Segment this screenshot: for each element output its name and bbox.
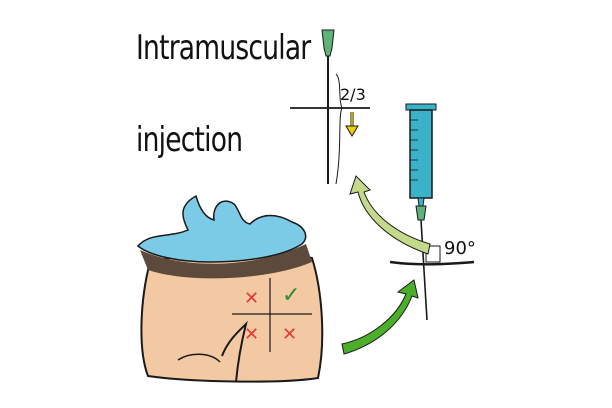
depth-label: 2/3 — [340, 85, 366, 104]
depth-brace — [335, 73, 343, 185]
wrong-mark-bottom-right: ✕ — [282, 324, 297, 345]
gluteal-cleft — [221, 320, 248, 383]
syringe-needle — [420, 219, 428, 321]
curved-arrow-up-icon — [349, 175, 431, 255]
syringe-tip — [417, 197, 425, 207]
depth-arrow-head — [345, 125, 359, 137]
cloth-shadow — [140, 244, 312, 279]
syringe-hub-icon — [415, 205, 427, 221]
title-line-2: injection — [136, 120, 243, 160]
syringe-illustration: 90° — [389, 103, 476, 321]
right-angle-marker — [425, 245, 441, 263]
wrong-mark-bottom-left: ✕ — [244, 324, 259, 345]
skin-line-right — [389, 260, 475, 266]
syringe-barrel — [409, 109, 433, 199]
buttocks-illustration — [136, 194, 324, 383]
cloth — [136, 194, 307, 263]
left-curve — [177, 353, 221, 363]
correct-mark-top-right: ✓ — [282, 283, 300, 308]
curved-arrow-green-icon — [341, 279, 419, 355]
needle-depth-illustration: 2/3 — [290, 29, 370, 185]
angle-label: 90° — [444, 238, 476, 259]
syringe-plunger — [405, 103, 437, 111]
needle-hub-icon — [321, 29, 335, 57]
wrong-mark-top-left: ✕ — [244, 288, 259, 309]
title-line-1: Intramuscular — [136, 28, 311, 68]
